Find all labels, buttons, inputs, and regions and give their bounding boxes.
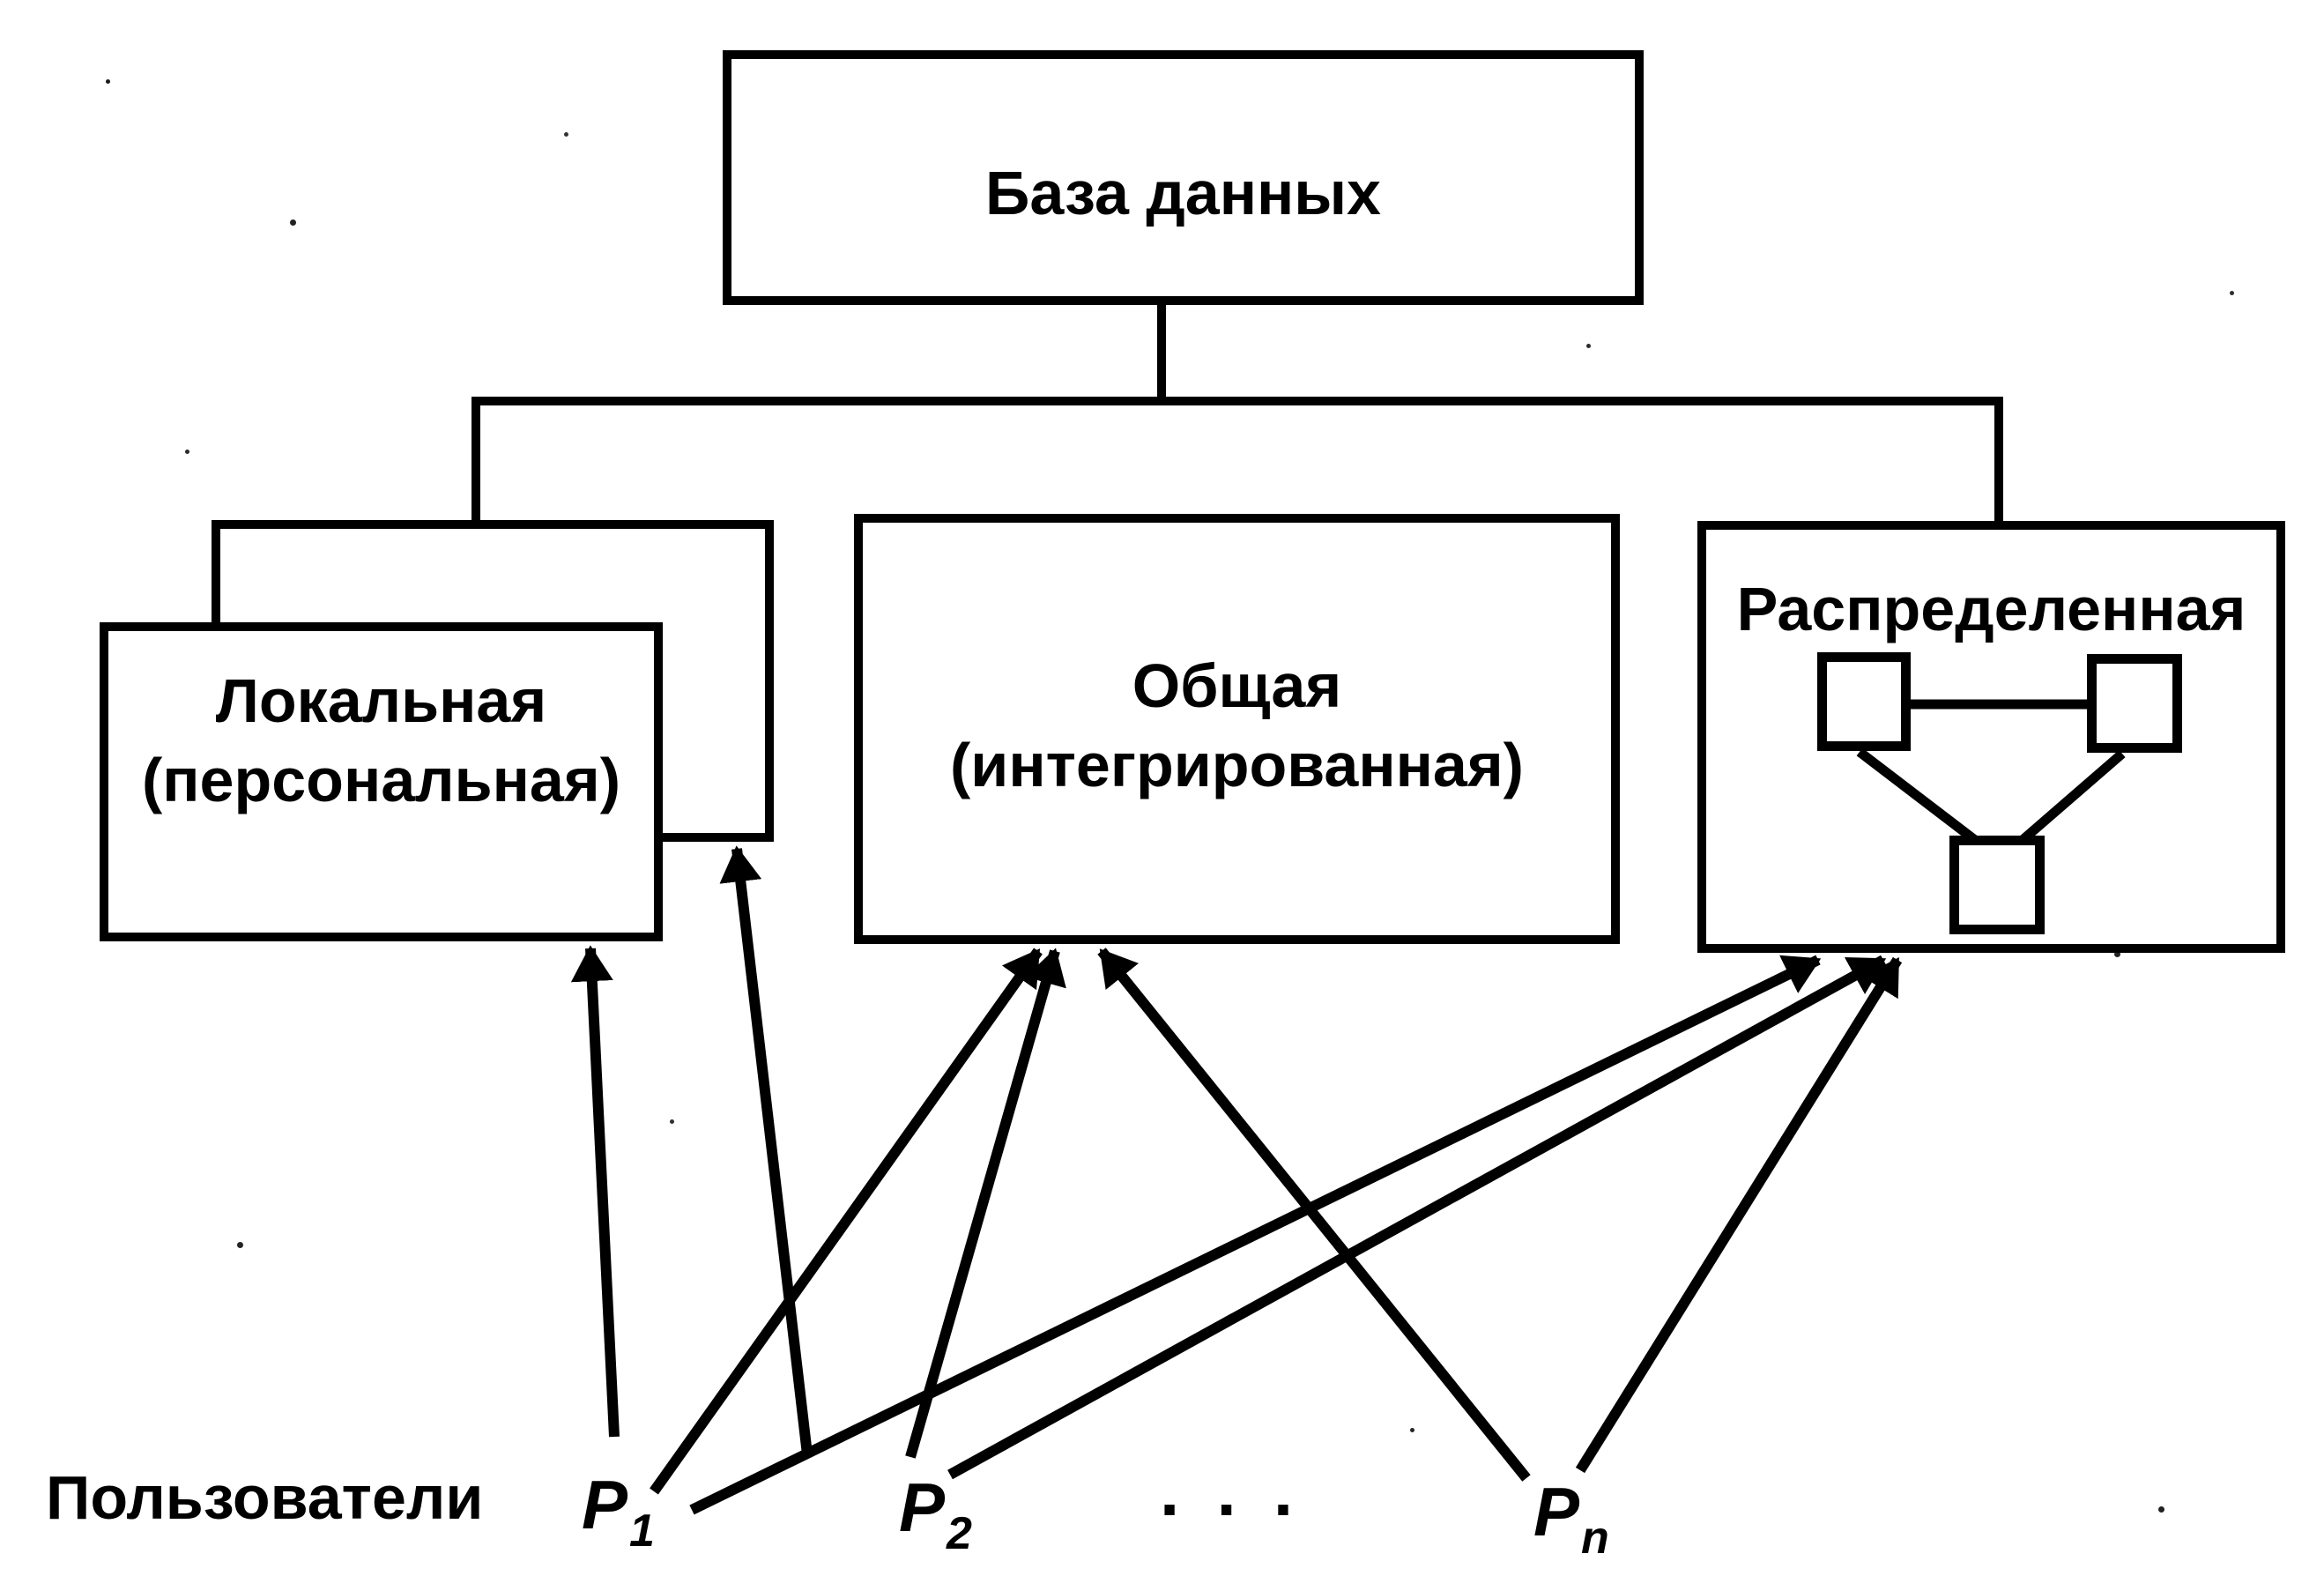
user-p2-base: P xyxy=(899,1468,946,1546)
db-root-box: База данных xyxy=(723,50,1644,305)
distributed-db-box: Распределенная xyxy=(1697,521,2285,953)
arrow-pn-to-common xyxy=(1097,948,1531,1482)
arrow-p1-to-local-back xyxy=(719,845,813,1455)
arrow-p2-to-distributed xyxy=(947,955,1887,1480)
network-links xyxy=(1856,699,2126,853)
arrow-p2-to-common xyxy=(905,948,1066,1459)
local-db-label-line2: (персональная) xyxy=(141,746,621,814)
user-p2-subscript: 2 xyxy=(947,1508,972,1559)
distributed-db-label: Распределенная xyxy=(1736,575,2246,643)
common-db-box: Общая (интегрированная) xyxy=(854,514,1620,944)
network-node-top-left xyxy=(1817,652,1911,751)
arrow-p1-to-local-front xyxy=(570,945,620,1438)
common-db-label-line1: Общая xyxy=(1132,651,1342,721)
user-pn-label: Pn xyxy=(1533,1477,1609,1561)
arrow-p1-to-distributed xyxy=(689,955,1822,1515)
network-node-bottom xyxy=(1949,836,2045,934)
tree-connector-lines xyxy=(471,298,2003,529)
network-link-right-diagonal xyxy=(2013,749,2126,850)
user-p1-label: P1 xyxy=(582,1470,655,1554)
network-link-left-diagonal xyxy=(1856,747,1990,853)
arrow-pn-to-distributed xyxy=(1575,956,1903,1474)
user-pn-subscript: n xyxy=(1581,1513,1609,1564)
user-p2-label: P2 xyxy=(899,1473,972,1557)
local-db-label-line1: Локальная xyxy=(215,666,547,736)
users-ellipsis: . . . xyxy=(1160,1452,1303,1530)
user-p1-subscript: 1 xyxy=(629,1505,655,1557)
local-db-label: Локальная (персональная) xyxy=(142,662,620,820)
common-db-label: Общая (интегрированная) xyxy=(950,647,1524,805)
local-db-front-box: Локальная (персональная) xyxy=(100,622,663,941)
network-node-top-right xyxy=(2087,654,2182,753)
users-caption: Пользователи xyxy=(46,1463,484,1532)
scan-noise xyxy=(106,79,110,84)
user-pn-base: P xyxy=(1533,1473,1580,1550)
user-p1-base: P xyxy=(582,1466,628,1543)
common-db-label-line2: (интегрированная) xyxy=(950,731,1524,799)
db-root-label: База данных xyxy=(985,158,1381,227)
arrow-p1-to-common xyxy=(650,948,1043,1495)
